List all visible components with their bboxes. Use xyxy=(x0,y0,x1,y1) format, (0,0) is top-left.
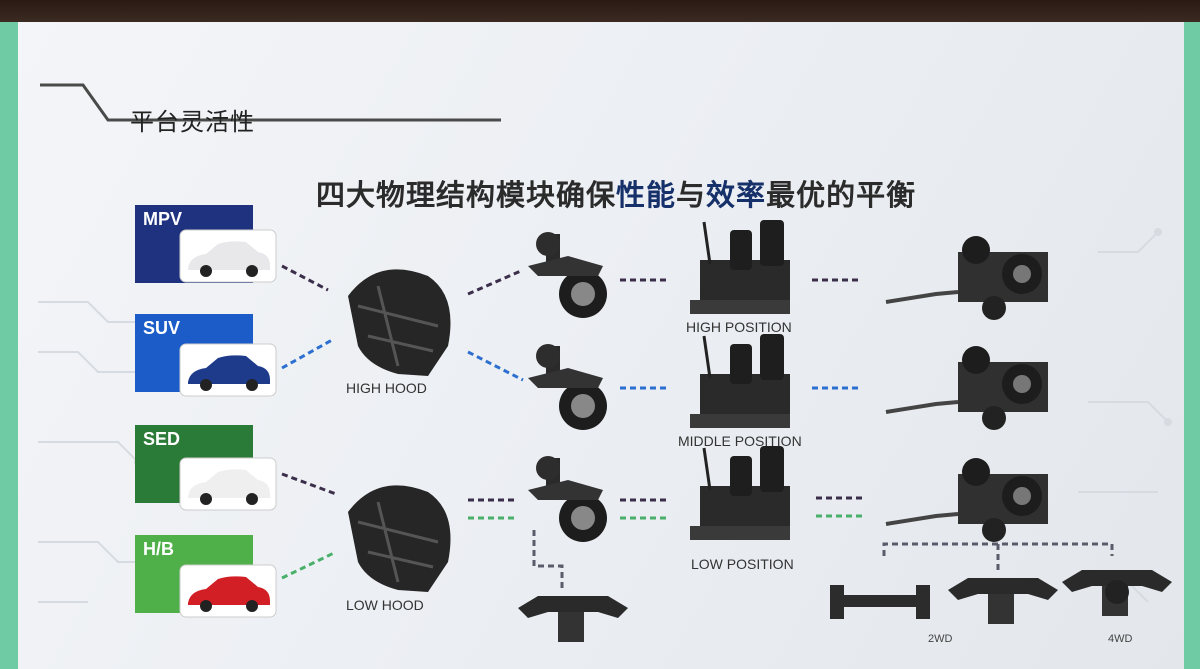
slide-title: 平台灵活性 xyxy=(130,108,255,136)
connector-suv-hood xyxy=(281,338,333,370)
front-suspension-1 xyxy=(528,232,607,318)
seat-module-high xyxy=(688,218,792,316)
low-hood-module xyxy=(346,483,452,594)
vehicle-label-suv: SUV xyxy=(143,318,181,338)
stage-edge xyxy=(0,0,1200,22)
rear-module-2 xyxy=(884,344,1050,432)
connector-hb-hood xyxy=(281,550,337,580)
rear-module-1 xyxy=(884,234,1050,322)
high-hood-module xyxy=(346,267,452,378)
connector-sed-hood xyxy=(281,472,337,496)
presentation-slide: 平台灵活性 四大物理结构模块确保性能与效率最优的平衡 MPV SUV SED H… xyxy=(18,22,1184,669)
car-hb-image xyxy=(179,564,277,618)
vehicle-label-hb: H/B xyxy=(143,539,174,559)
high-hood-caption: HIGH HOOD xyxy=(346,380,427,396)
front-subframe xyxy=(518,596,628,642)
rear-subframe-4wd xyxy=(1062,570,1172,616)
seat-module-low xyxy=(688,444,792,542)
vehicle-label-mpv: MPV xyxy=(143,209,183,229)
car-mpv-image xyxy=(179,229,277,283)
slide-headline: 四大物理结构模块确保性能与效率最优的平衡 xyxy=(316,172,916,214)
connector-mpv-hood xyxy=(281,264,329,292)
rear-axle-torsion-beam xyxy=(830,585,930,619)
front-suspension-2 xyxy=(528,344,607,430)
seat-module-middle xyxy=(688,332,792,430)
headline-text-5: 最优的平衡 xyxy=(766,178,917,212)
low-hood-caption: LOW HOOD xyxy=(346,597,424,613)
vehicle-label-sed: SED xyxy=(143,429,181,449)
car-sed-image xyxy=(179,457,277,511)
headline-text-2: 性能 xyxy=(616,178,677,212)
rear-module-3 xyxy=(884,456,1050,544)
car-suv-image xyxy=(179,343,277,397)
module-diagram-graphics xyxy=(179,218,1172,642)
headline-text-4: 效率 xyxy=(706,178,767,212)
rear-subframe-2wd xyxy=(948,578,1058,624)
middle-position-caption: MIDDLE POSITION xyxy=(678,433,802,449)
front-suspension-3 xyxy=(528,456,607,542)
headline-text-1: 四大物理结构模块确保 xyxy=(316,178,617,212)
low-position-caption: LOW POSITION xyxy=(691,556,794,572)
headline-text-3: 与 xyxy=(676,178,707,212)
four-wheel-drive-caption: 4WD xyxy=(1108,633,1133,645)
high-position-caption: HIGH POSITION xyxy=(686,319,792,335)
two-wheel-drive-caption: 2WD xyxy=(928,633,953,645)
